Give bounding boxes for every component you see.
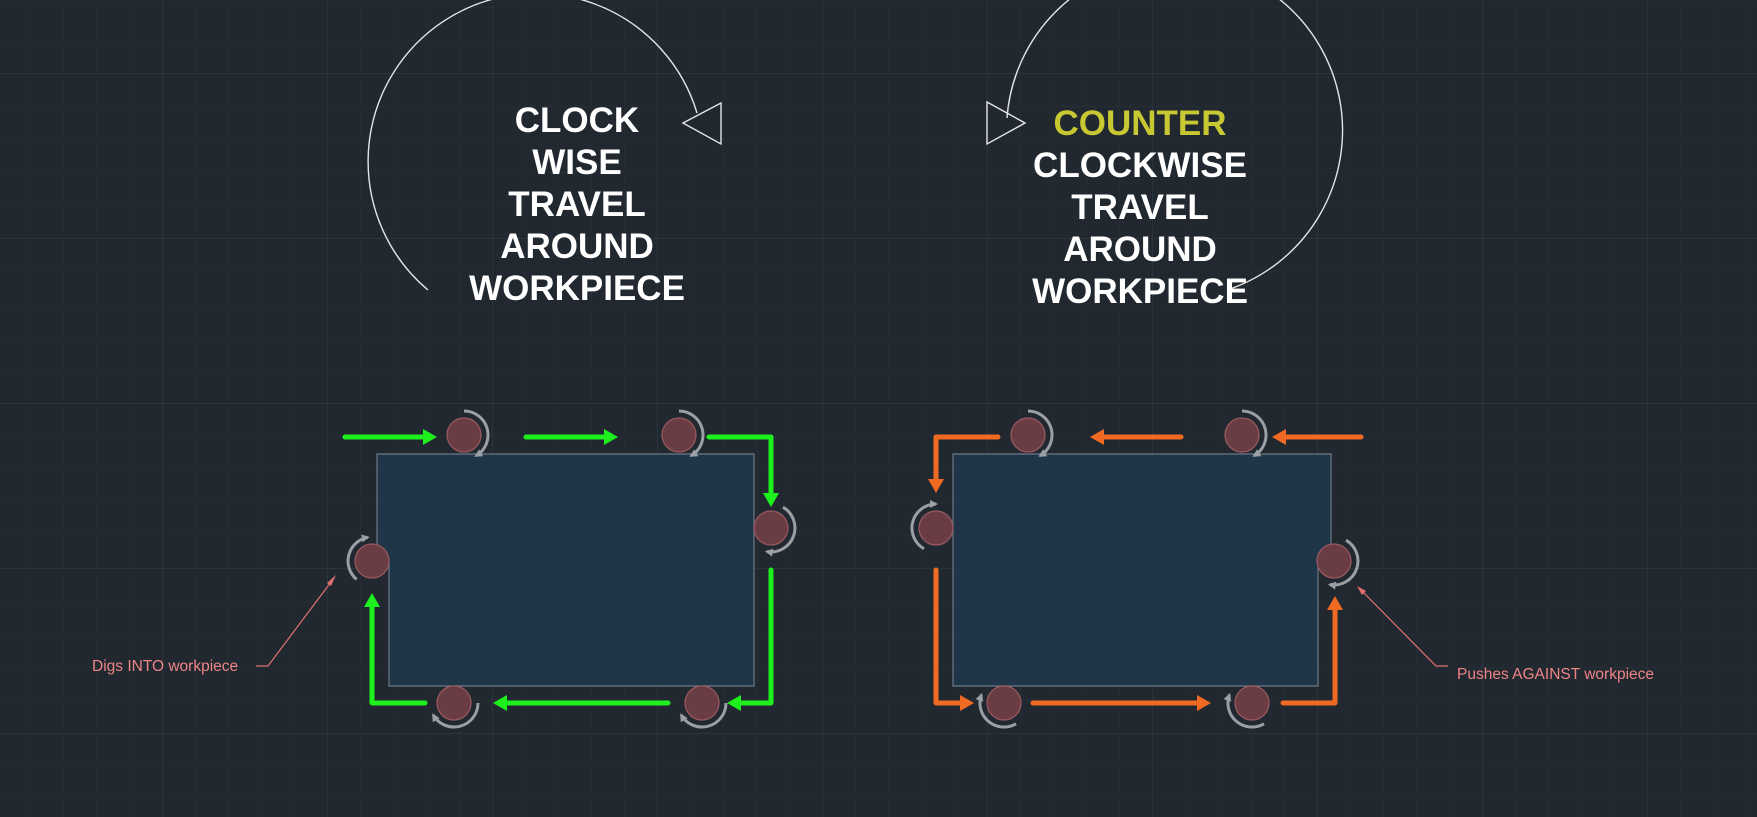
- clockwise-arc-arrow-icon: [367, 0, 722, 291]
- arrowhead: [928, 479, 944, 493]
- left-note: Digs INTO workpiece: [92, 658, 238, 675]
- rotation-arc: [910, 502, 937, 551]
- left-title-line-4: AROUND: [500, 227, 654, 266]
- toolpath-arrow: [1280, 605, 1338, 706]
- right-annotation: Pushes AGAINST workpiece: [1357, 586, 1654, 683]
- rotation-arc: [679, 702, 728, 729]
- rotation-arc: [1329, 538, 1360, 587]
- rotation-arrowhead: [680, 713, 688, 723]
- rotation-arrowhead: [474, 449, 484, 457]
- rotation-arrowhead: [1327, 581, 1337, 590]
- left-workpiece: [376, 453, 755, 687]
- arrowhead: [960, 695, 974, 711]
- left-cutters: [346, 409, 797, 729]
- rotation-arc: [463, 409, 490, 458]
- cutter-icon: [1316, 538, 1360, 590]
- arrowhead: [493, 695, 507, 711]
- arrowhead: [1272, 429, 1286, 445]
- right-title-line-5: WORKPIECE: [1032, 272, 1248, 311]
- leader-arrowhead: [1357, 586, 1366, 595]
- arrowhead: [763, 493, 779, 507]
- rotation-arrowhead: [975, 692, 984, 702]
- cutter-icon: [910, 500, 954, 551]
- rotation-arc: [346, 535, 369, 581]
- left-title-line-2: WISE: [532, 143, 621, 182]
- cutter-icon: [679, 685, 728, 729]
- left-toolpath: [342, 434, 774, 706]
- cutter-icon: [1223, 685, 1270, 729]
- cutter-icon: [975, 685, 1022, 729]
- arrowhead: [727, 695, 741, 711]
- rotation-arrowhead: [689, 449, 699, 457]
- cutter-icon: [1224, 409, 1268, 458]
- rotation-arrowhead: [930, 500, 938, 508]
- left-panel: CLOCK WISE TRAVEL AROUND WORKPIECE: [92, 0, 797, 729]
- arrowhead: [1090, 429, 1104, 445]
- left-title-line-5: WORKPIECE: [469, 269, 685, 308]
- toolpath-arrow: [369, 597, 428, 706]
- rotation-arc: [1226, 694, 1265, 729]
- rotation-arrowhead: [1223, 692, 1232, 702]
- rotation-arc: [1027, 409, 1054, 458]
- arrowhead: [604, 429, 618, 445]
- left-title-line-3: TRAVEL: [508, 185, 645, 224]
- rotation-arrowhead: [764, 548, 774, 557]
- cutter-icon: [1010, 409, 1054, 458]
- leader-line: [256, 577, 335, 667]
- cutter-icon: [431, 685, 480, 729]
- rotation-arrowhead: [432, 713, 440, 723]
- cutter-icon: [661, 409, 705, 458]
- right-title-line-3: TRAVEL: [1071, 188, 1208, 227]
- rotation-arrowhead: [1252, 449, 1262, 457]
- right-title-line-2: CLOCKWISE: [1033, 146, 1247, 185]
- toolpath-arrow: [933, 434, 1001, 487]
- rotation-arc: [678, 409, 705, 458]
- toolpath-arrow: [706, 434, 774, 503]
- arrowhead: [1327, 596, 1343, 610]
- leader-line: [1359, 588, 1448, 667]
- rotation-arc: [766, 505, 797, 554]
- right-workpiece: [952, 453, 1332, 687]
- left-title-line-1: CLOCK: [515, 101, 639, 140]
- rotation-arc: [1241, 409, 1268, 458]
- arrowhead: [1197, 695, 1211, 711]
- rotation-arrowhead: [1038, 449, 1048, 457]
- leader-arrowhead: [327, 575, 336, 586]
- right-title-line-4: AROUND: [1063, 230, 1217, 269]
- arrowhead: [364, 593, 380, 607]
- right-toolpath: [933, 434, 1364, 706]
- cutter-icon: [753, 505, 797, 557]
- right-note: Pushes AGAINST workpiece: [1457, 666, 1654, 683]
- cutter-icon: [446, 409, 490, 458]
- left-annotation: Digs INTO workpiece: [92, 575, 336, 675]
- right-panel: COUNTER CLOCKWISE TRAVEL AROUND WORKPIEC…: [910, 0, 1654, 729]
- toolpath-arrow: [731, 567, 774, 706]
- counterclockwise-arc-arrow-icon: [986, 0, 1344, 291]
- toolpath-arrow: [933, 567, 969, 706]
- rotation-arc: [431, 702, 480, 729]
- right-title-line-1: COUNTER: [1053, 104, 1226, 143]
- left-toolpath-heads: [364, 429, 779, 711]
- right-toolpath-heads: [928, 429, 1343, 711]
- cutter-icon: [346, 534, 390, 581]
- rotation-arc: [978, 694, 1017, 729]
- right-cutters: [910, 409, 1360, 729]
- arrowhead: [423, 429, 437, 445]
- rotation-arrowhead: [361, 534, 370, 543]
